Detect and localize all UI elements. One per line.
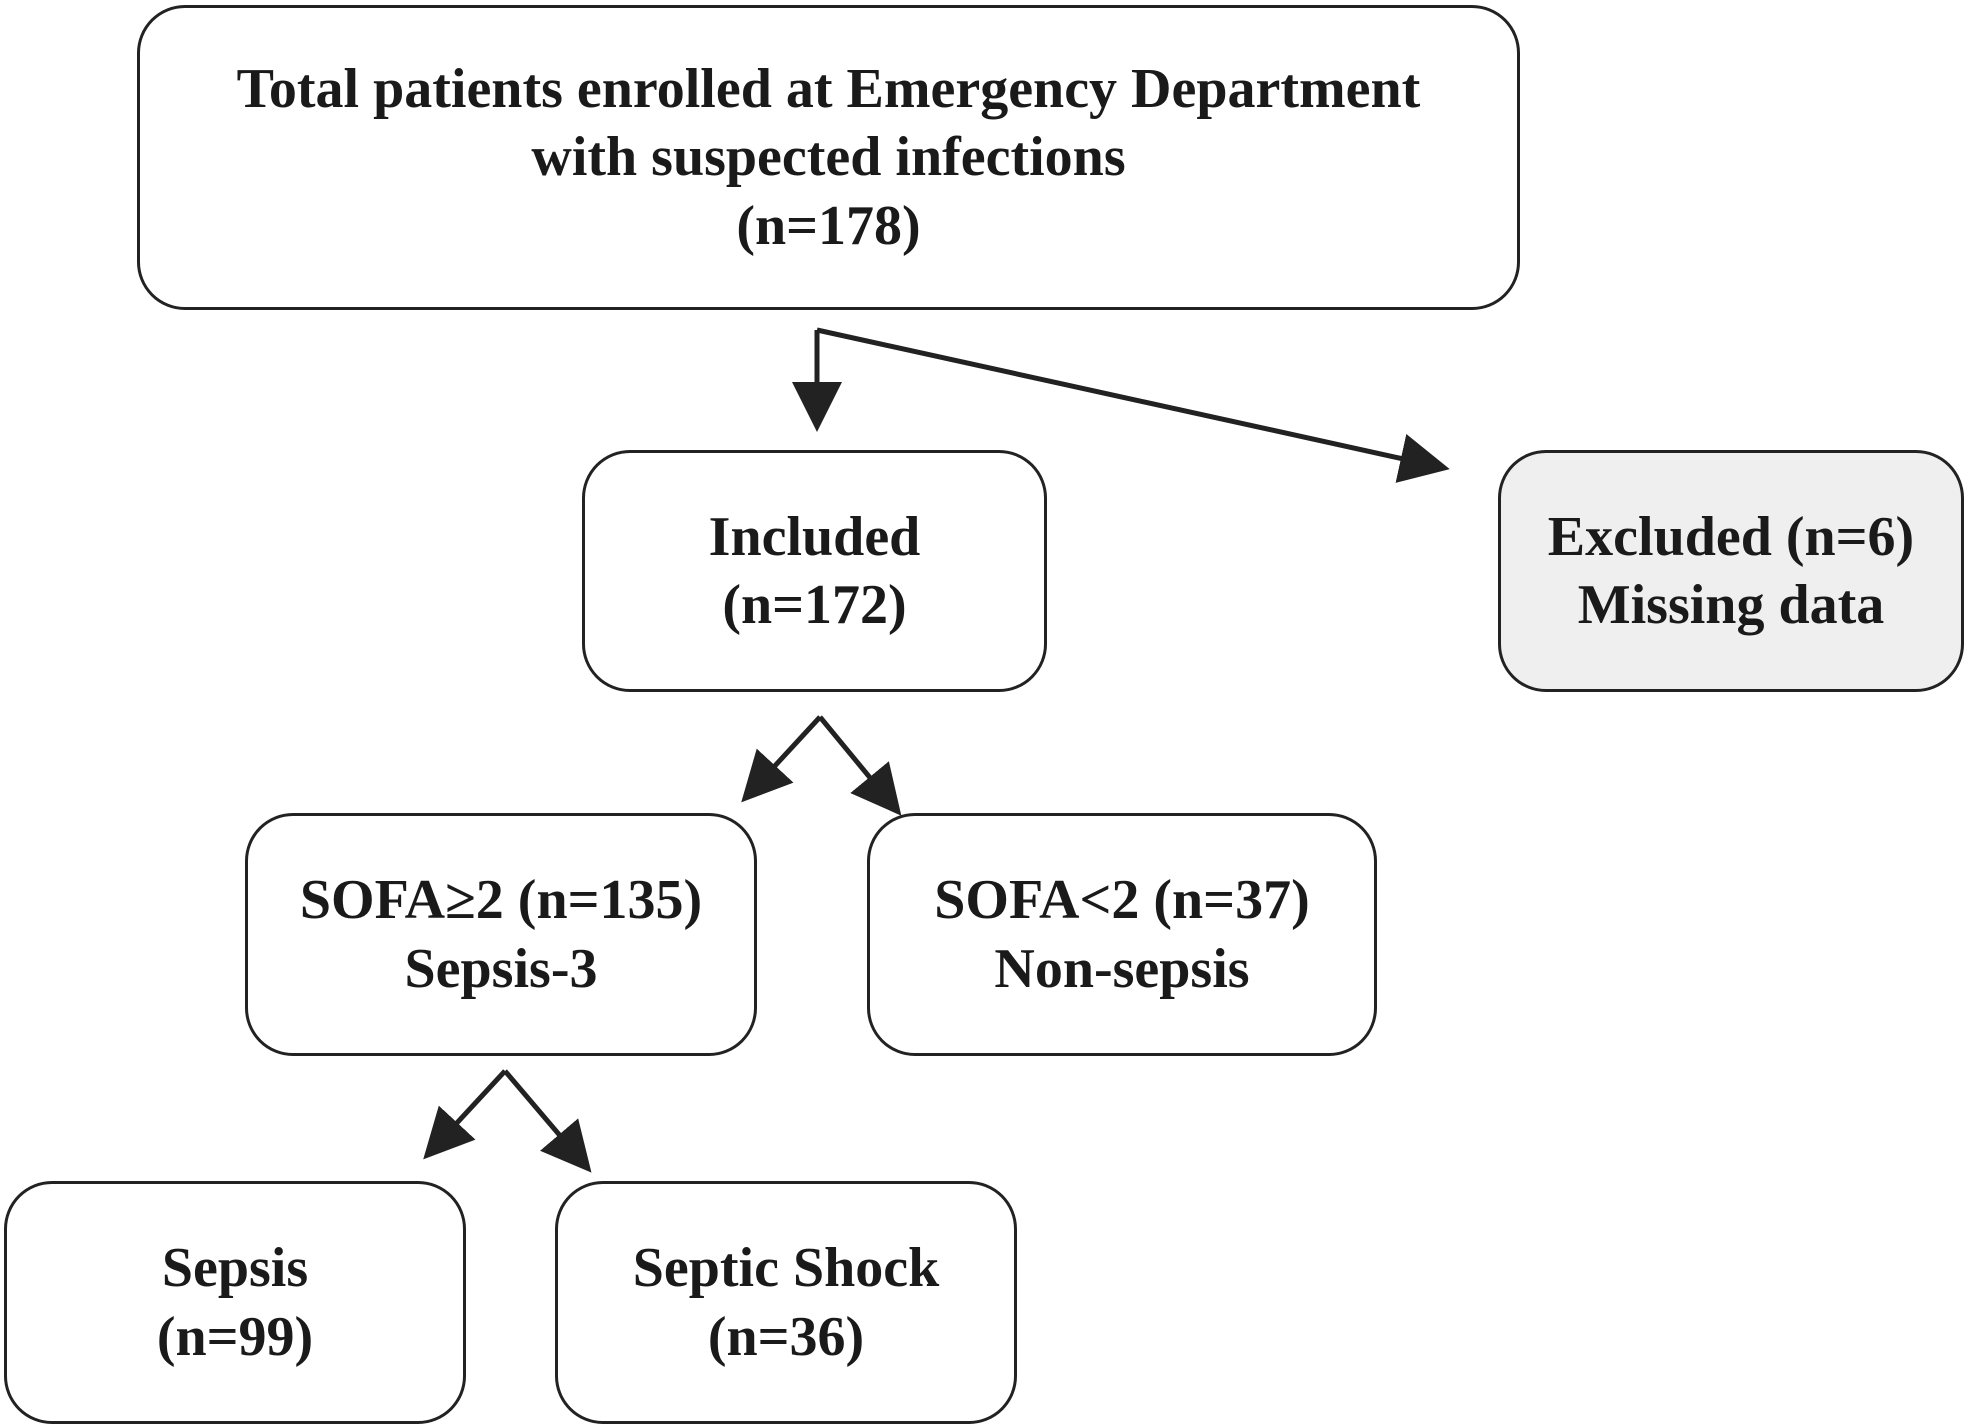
sofa-lt2-box: SOFA<2 (n=37) Non-sepsis — [867, 813, 1377, 1056]
total-enrolled-count: (n=178) — [736, 194, 921, 257]
excluded-label: Excluded (n=6) — [1547, 505, 1915, 568]
sofa-ge2-category: Sepsis-3 — [404, 937, 598, 1000]
septic-shock-box: Septic Shock (n=36) — [555, 1181, 1017, 1424]
included-box: Included (n=172) — [582, 450, 1047, 692]
excluded-box: Excluded (n=6) Missing data — [1498, 450, 1964, 692]
total-enrolled-title: Total patients enrolled at Emergency Dep… — [236, 58, 1421, 121]
included-label: Included — [708, 505, 921, 568]
arrow-sofa-ge2-to-sepsis — [423, 1069, 507, 1160]
sepsis-label: Sepsis — [161, 1237, 309, 1300]
arrow-total-to-excluded — [816, 327, 1450, 483]
arrow-sofa-ge2-to-septic-shock — [503, 1069, 592, 1173]
septic-shock-count: (n=36) — [707, 1305, 865, 1368]
total-enrolled-box: Total patients enrolled at Emergency Dep… — [137, 5, 1520, 310]
sepsis-box: Sepsis (n=99) — [4, 1181, 466, 1424]
excluded-reason: Missing data — [1577, 574, 1885, 636]
septic-shock-label: Septic Shock — [632, 1237, 940, 1300]
sofa-ge2-box: SOFA≥2 (n=135) Sepsis-3 — [245, 813, 757, 1056]
sofa-lt2-category: Non-sepsis — [994, 937, 1250, 1000]
included-count: (n=172) — [722, 574, 907, 636]
total-enrolled-subtitle: with suspected infections — [531, 126, 1126, 189]
sepsis-count: (n=99) — [156, 1305, 314, 1368]
sofa-ge2-label: SOFA≥2 (n=135) — [299, 869, 703, 932]
arrow-included-to-sofa-ge2 — [741, 715, 822, 803]
arrow-included-to-sofa-lt2 — [818, 715, 902, 816]
sofa-lt2-label: SOFA<2 (n=37) — [934, 869, 1310, 932]
